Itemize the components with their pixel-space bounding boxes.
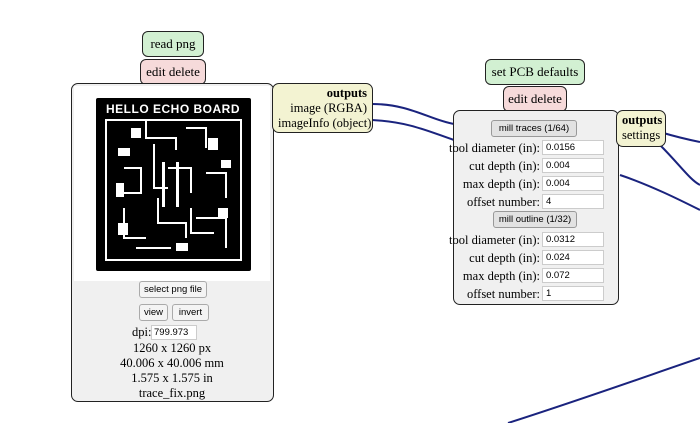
traces-offset-number-label: offset number:: [466, 195, 540, 209]
read-png-edit-delete[interactable]: edit delete: [140, 59, 206, 85]
pcb-image: HELLO ECHO BOARD: [96, 98, 251, 271]
pcb-defaults-title-label: set PCB defaults: [491, 64, 579, 79]
output-imageinfo[interactable]: imageInfo (object): [278, 116, 372, 130]
traces-cut-depth-label: cut depth (in):: [469, 159, 540, 173]
outline-offset-number-row: offset number: 1: [454, 286, 614, 302]
outline-offset-number-input[interactable]: 1: [542, 286, 604, 301]
traces-cut-depth-row: cut depth (in): 0.004: [454, 158, 614, 174]
outputs-header: outputs: [326, 86, 367, 100]
dpi-input[interactable]: 799.973: [151, 325, 197, 340]
edit-delete-label: edit delete: [508, 91, 562, 106]
read-png-title-label: read png: [150, 36, 196, 51]
wire-settings-1: [659, 131, 700, 143]
read-png-title[interactable]: read png: [142, 31, 204, 57]
wire-settings-2: [659, 144, 700, 186]
image-size-px: 1260 x 1260 px: [132, 341, 212, 355]
pcb-defaults-module: mill traces (1/64) tool diameter (in): 0…: [449, 110, 619, 305]
outline-tool-diameter-row: tool diameter (in): 0.0312: [449, 232, 614, 248]
edit-delete-label: edit delete: [146, 64, 200, 79]
traces-cut-depth-input[interactable]: 0.004: [542, 158, 604, 173]
mill-traces-label: mill traces (1/64): [498, 123, 570, 134]
traces-tool-diameter-input[interactable]: 0.0156: [542, 140, 604, 155]
pcb-defaults-title[interactable]: set PCB defaults: [485, 59, 585, 85]
outline-cut-depth-input[interactable]: 0.024: [542, 250, 604, 265]
outline-max-depth-input[interactable]: 0.072: [542, 268, 604, 283]
invert-button[interactable]: invert: [172, 304, 209, 321]
outline-tool-diameter-label: tool diameter (in):: [449, 233, 540, 247]
image-size-in: 1.575 x 1.575 in: [131, 371, 213, 385]
output-settings[interactable]: settings: [622, 128, 661, 142]
mill-traces-button[interactable]: mill traces (1/64): [491, 120, 577, 137]
traces-tool-diameter-label: tool diameter (in):: [449, 141, 540, 155]
mill-outline-label: mill outline (1/32): [498, 214, 572, 225]
select-png-button[interactable]: select png file: [139, 281, 207, 298]
output-image[interactable]: image (RGBA): [290, 101, 367, 115]
mill-outline-button[interactable]: mill outline (1/32): [493, 211, 577, 228]
wire-settings-3: [619, 174, 700, 211]
pcb-defaults-edit-delete[interactable]: edit delete: [503, 86, 567, 112]
traces-offset-number-input[interactable]: 4: [542, 194, 604, 209]
outputs-header: outputs: [622, 113, 663, 127]
traces-max-depth-row: max depth (in): 0.004: [454, 176, 614, 192]
traces-tool-diameter-row: tool diameter (in): 0.0156: [449, 140, 614, 156]
pcb-defaults-outputs: outputs settings: [616, 110, 666, 147]
wire-image: [371, 103, 455, 125]
image-size-mm: 40.006 x 40.006 mm: [120, 356, 224, 370]
read-png-outputs: outputs image (RGBA) imageInfo (object): [272, 83, 373, 133]
outline-cut-depth-label: cut depth (in):: [469, 251, 540, 265]
traces-max-depth-input[interactable]: 0.004: [542, 176, 604, 191]
view-button[interactable]: view: [139, 304, 168, 321]
outline-tool-diameter-input[interactable]: 0.0312: [542, 232, 604, 247]
wire-imageinfo: [371, 119, 455, 141]
image-filename: trace_fix.png: [138, 386, 206, 400]
view-label: view: [143, 307, 163, 318]
traces-max-depth-label: max depth (in):: [462, 177, 540, 191]
outline-offset-number-label: offset number:: [466, 287, 540, 301]
wire-bottom: [507, 357, 700, 423]
dpi-label: dpi:: [132, 325, 152, 339]
outline-max-depth-row: max depth (in): 0.072: [454, 268, 614, 284]
select-png-label: select png file: [143, 284, 203, 295]
read-png-module: HELLO ECHO BOARD: [71, 83, 274, 402]
outline-cut-depth-row: cut depth (in): 0.024: [454, 250, 614, 266]
invert-label: invert: [178, 307, 203, 318]
outline-max-depth-label: max depth (in):: [462, 269, 540, 283]
traces-offset-number-row: offset number: 4: [454, 194, 614, 210]
pcb-title: HELLO ECHO BOARD: [106, 102, 240, 116]
